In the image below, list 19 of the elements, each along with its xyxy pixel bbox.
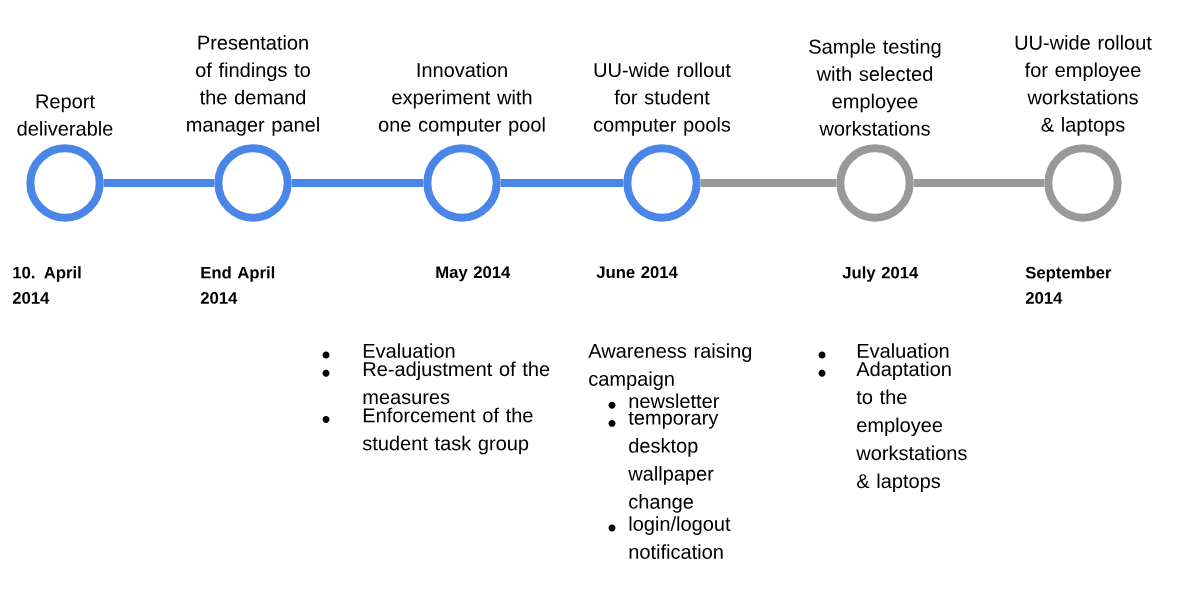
date-label: May 2014: [436, 266, 511, 282]
bullet-item: Enforcement of the student task group: [322, 407, 533, 455]
milestone-title: Presentation of findings to the demand manager panel: [187, 35, 319, 136]
bullet-item: Evaluation: [322, 343, 455, 359]
milestone-title: Report deliverable: [17, 94, 113, 136]
date-label: July 2014: [842, 266, 919, 282]
bullet-item: Re-adjustment of the measures: [322, 361, 550, 405]
date-label: End April 2014: [200, 266, 275, 304]
bullet-item: Evaluation: [818, 343, 949, 359]
date-label: June 2014: [596, 266, 678, 279]
milestone-title: UU-wide rollout for employee workstations & laptops: [1015, 35, 1152, 136]
milestone-title: Sample testing with selected employee workstations: [809, 39, 941, 136]
milestone-title: Innovation experiment with one computer pool: [378, 62, 545, 136]
bullet-item: Adaptation to the employee workstations & laptops: [818, 361, 967, 493]
bullet-item: newsletter: [608, 393, 720, 409]
date-label: September 2014: [1025, 266, 1112, 304]
milestone-title: UU-wide rollout for student computer pools: [593, 62, 731, 136]
bullet-item: login/logout notification: [608, 516, 731, 559]
date-label: 10. April 2014: [12, 266, 81, 304]
